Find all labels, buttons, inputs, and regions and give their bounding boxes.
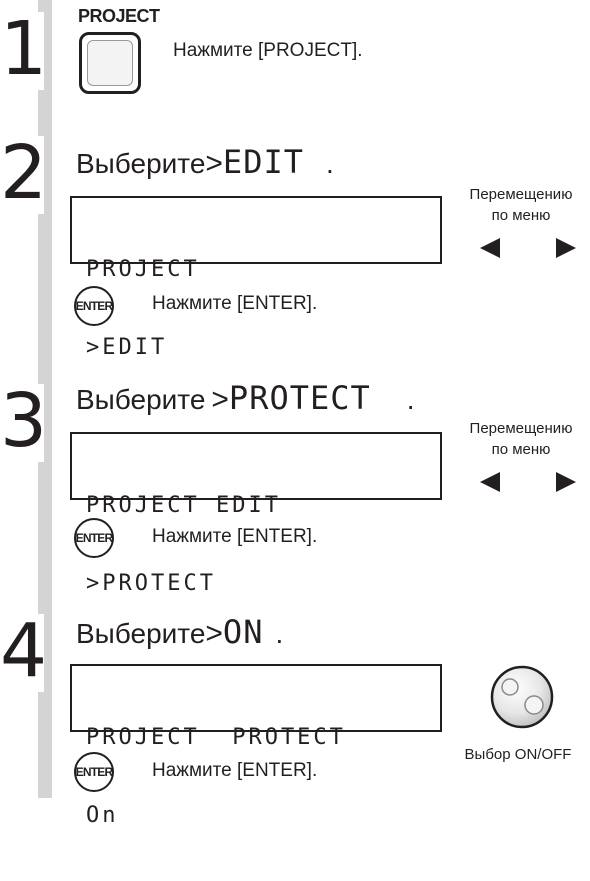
nav-label: Перемещению по меню — [456, 418, 586, 460]
left-arrow-icon[interactable] — [480, 472, 500, 492]
step-heading: Выберите>EDIT. — [76, 146, 334, 179]
heading-suffix: . — [275, 618, 284, 649]
step-instruction: Нажмите [ENTER]. — [152, 293, 318, 314]
lcd-line-1: PROJECT EDIT — [86, 493, 281, 518]
nav-arrows — [480, 472, 576, 492]
right-arrow-icon[interactable] — [556, 238, 576, 258]
project-key-face — [87, 40, 133, 86]
heading-arrow: > — [211, 383, 229, 416]
lcd-line-1: PROJECT — [86, 257, 200, 282]
enter-key[interactable]: ENTER — [74, 752, 114, 792]
enter-key[interactable]: ENTER — [74, 286, 114, 326]
heading-prefix: Выберите — [76, 148, 206, 179]
nav-label: Перемещению по меню — [456, 184, 586, 226]
heading-prefix: Выберите — [76, 384, 206, 415]
nav-label-line-1: Перемещению — [469, 186, 573, 203]
step-number: 2 — [0, 130, 48, 216]
step-number: 1 — [0, 6, 48, 92]
lcd-line-1: PROJECT PROTECT — [86, 725, 346, 750]
heading-arrow: > — [205, 147, 223, 180]
lcd-display: PROJECT >EDIT — [70, 196, 442, 360]
left-arrow-icon[interactable] — [480, 238, 500, 258]
heading-target: PROTECT — [228, 379, 371, 417]
lcd-line-2: >PROTECT — [86, 571, 216, 596]
lcd-line-2: On — [86, 803, 119, 828]
step-instruction: Нажмите [ENTER]. — [152, 526, 318, 547]
nav-label-line-2: по меню — [491, 207, 551, 224]
heading-suffix: . — [406, 384, 415, 415]
project-key[interactable] — [79, 32, 141, 94]
heading-suffix: . — [325, 148, 334, 179]
lcd-display: PROJECT PROTECT On — [70, 664, 442, 828]
step-instruction: Нажмите [PROJECT]. — [173, 40, 363, 61]
nav-label-line-2: по меню — [491, 441, 551, 458]
step-heading: Выберите>ON. — [76, 616, 283, 649]
project-key-label: PROJECT — [78, 6, 160, 26]
lcd-display: PROJECT EDIT >PROTECT — [70, 432, 442, 596]
step-number: 4 — [0, 608, 48, 694]
nav-label-line-1: Перемещению — [469, 420, 573, 437]
right-arrow-icon[interactable] — [556, 472, 576, 492]
dial-icon[interactable] — [490, 665, 554, 729]
step-instruction: Нажмите [ENTER]. — [152, 760, 318, 781]
lcd-line-2: >EDIT — [86, 335, 168, 360]
dial-label: Выбор ON/OFF — [464, 746, 572, 763]
heading-target: EDIT — [222, 143, 304, 181]
step-heading: Выберите>PROTECT. — [76, 382, 415, 415]
nav-arrows — [480, 238, 576, 258]
step-number: 3 — [0, 378, 48, 464]
heading-prefix: Выберите — [76, 618, 206, 649]
heading-target: ON — [222, 613, 264, 651]
enter-key[interactable]: ENTER — [74, 518, 114, 558]
heading-arrow: > — [205, 617, 223, 650]
